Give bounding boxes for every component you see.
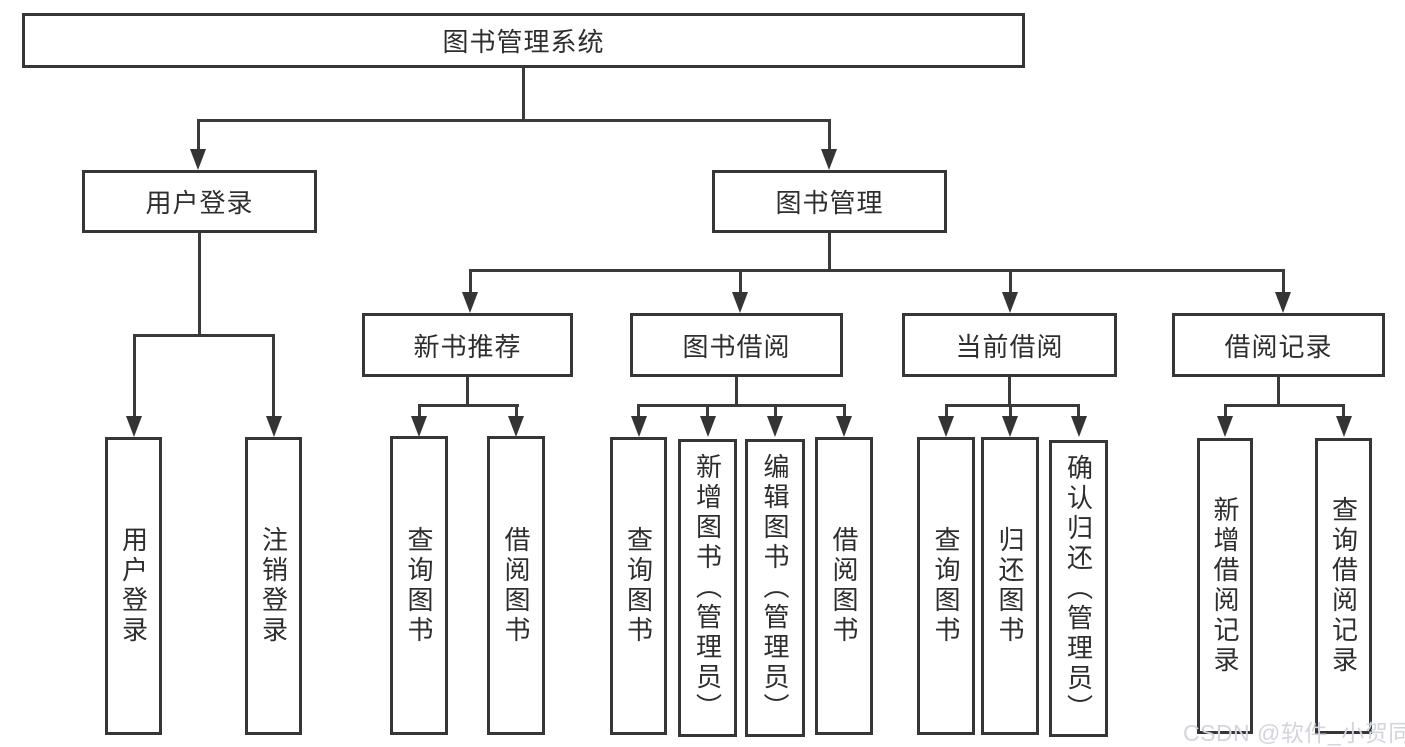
- connector-borrowing-hline: [637, 404, 845, 407]
- leaf-add-borrow-record-label: 新增借阅记录: [1210, 496, 1240, 676]
- connector-drop-edit-book: [773, 404, 777, 418]
- leaf-query-books-recommend-label: 查询图书: [404, 525, 434, 646]
- leaf-borrow-books-borrowing: 借阅图书: [815, 437, 873, 735]
- leaf-query-books-current-label: 查询图书: [931, 526, 961, 646]
- connector-drop-query-borrowing: [637, 404, 640, 418]
- node-user-login: 用户登录: [82, 170, 317, 233]
- leaf-user-login-label: 用户登录: [118, 526, 149, 646]
- arrow-down-icon: [508, 416, 524, 437]
- leaf-query-borrow-record: 查询借阅记录: [1315, 438, 1372, 734]
- arrow-down-icon: [1002, 292, 1018, 313]
- leaf-confirm-return-admin-label: 确认归还（管理员）: [1063, 453, 1094, 724]
- connector-drop-new-book-recommend: [468, 269, 472, 294]
- connector-drop-leaf-logout: [272, 334, 275, 417]
- arrow-down-icon: [767, 416, 783, 437]
- arrow-down-icon: [411, 416, 427, 437]
- leaf-edit-book-admin-label: 编辑图书（管理员）: [760, 453, 790, 723]
- connector-drop-add-record: [1223, 404, 1227, 418]
- connector-drop-borrowing-records: [1281, 269, 1285, 294]
- connector-drop-confirm-return: [1077, 404, 1080, 418]
- leaf-query-borrow-record-label: 查询借阅记录: [1328, 496, 1359, 676]
- connector-drop-query-recommend: [417, 404, 421, 418]
- connector-current-stem: [1008, 377, 1011, 406]
- leaf-edit-book-admin: 编辑图书（管理员）: [745, 439, 805, 737]
- connector-recommend-stem: [466, 377, 469, 406]
- leaf-query-books-current: 查询图书: [917, 437, 975, 735]
- arrow-down-icon: [732, 292, 748, 313]
- arrow-down-icon: [265, 416, 282, 437]
- arrow-down-icon: [462, 292, 478, 313]
- connector-records-stem: [1277, 377, 1280, 406]
- leaf-add-borrow-record: 新增借阅记录: [1197, 438, 1253, 734]
- node-new-book-recommend: 新书推荐: [362, 313, 573, 377]
- arrow-down-icon: [938, 416, 954, 437]
- connector-drop-leaf-user-login: [132, 334, 136, 417]
- arrow-down-icon: [699, 416, 716, 437]
- leaf-query-books-borrowing: 查询图书: [610, 437, 667, 735]
- connector-drop-query-record: [1342, 404, 1345, 418]
- leaf-return-books: 归还图书: [981, 437, 1039, 735]
- connector-root-hline: [196, 119, 831, 122]
- node-current-borrowing: 当前借阅: [902, 313, 1117, 377]
- csdn-watermark: CSDN @软件_小贺同学: [1183, 720, 1405, 746]
- connector-drop-add-book: [706, 404, 709, 418]
- connector-drop-book-borrowing: [738, 269, 742, 294]
- leaf-query-books-recommend: 查询图书: [390, 436, 448, 735]
- arrow-down-icon: [1070, 416, 1087, 437]
- leaf-user-login: 用户登录: [105, 437, 162, 735]
- node-library-management-system: 图书管理系统: [22, 13, 1025, 68]
- leaf-logout-label: 注销登录: [258, 526, 289, 646]
- arrow-down-icon: [1335, 416, 1352, 437]
- arrow-down-icon: [126, 416, 142, 437]
- connector-user-login-hline: [132, 334, 274, 337]
- connector-book-management-stem: [827, 233, 831, 271]
- leaf-confirm-return-admin: 确认归还（管理员）: [1049, 440, 1108, 737]
- arrow-down-icon: [1275, 292, 1291, 313]
- connector-root-stem: [521, 68, 525, 122]
- leaf-return-books-label: 归还图书: [995, 526, 1025, 646]
- leaf-add-book-admin-label: 新增图书（管理员）: [692, 453, 723, 723]
- connector-records-hline: [1223, 404, 1345, 407]
- connector-drop-user-login: [196, 119, 200, 151]
- node-book-borrowing: 图书借阅: [630, 313, 843, 377]
- connector-current-hline: [944, 404, 1079, 407]
- arrow-down-icon: [190, 149, 206, 170]
- connector-book-management-hline: [468, 269, 1285, 272]
- node-book-management: 图书管理: [712, 170, 947, 233]
- connector-drop-return-books: [1008, 404, 1012, 418]
- node-borrowing-records: 借阅记录: [1172, 313, 1385, 377]
- connector-recommend-hline: [417, 404, 519, 407]
- connector-user-login-stem: [198, 233, 201, 336]
- leaf-add-book-admin: 新增图书（管理员）: [678, 439, 737, 737]
- connector-drop-book-management: [827, 119, 831, 151]
- leaf-borrow-books-recommend: 借阅图书: [487, 436, 545, 735]
- leaf-borrow-books-borrowing-label: 借阅图书: [829, 526, 859, 646]
- leaf-query-books-borrowing-label: 查询图书: [623, 526, 654, 646]
- leaf-borrow-books-recommend-label: 借阅图书: [501, 525, 531, 646]
- connector-borrowing-stem: [735, 377, 738, 406]
- connector-drop-query-current: [944, 404, 948, 418]
- leaf-logout: 注销登录: [245, 437, 302, 735]
- connector-drop-borrow-recommend: [514, 404, 518, 418]
- arrow-down-icon: [821, 149, 837, 170]
- connector-drop-borrow-book: [842, 404, 846, 418]
- connector-drop-current-borrowing: [1008, 269, 1012, 294]
- arrow-down-icon: [1002, 416, 1018, 437]
- arrow-down-icon: [630, 416, 647, 437]
- arrow-down-icon: [1217, 416, 1233, 437]
- arrow-down-icon: [836, 416, 852, 437]
